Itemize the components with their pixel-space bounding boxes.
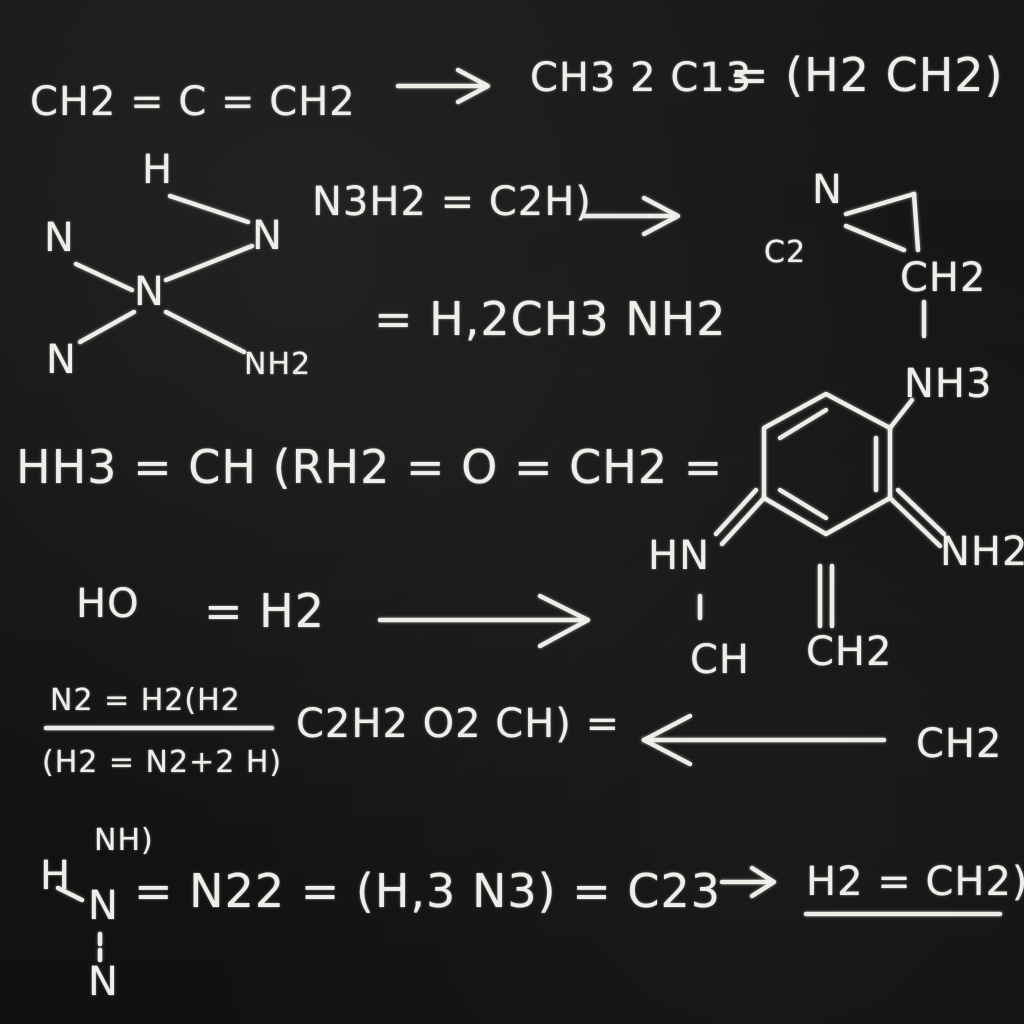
struct-h-top: H xyxy=(142,147,174,193)
row4-arrow xyxy=(377,593,591,649)
struct-n-bottom-left: N xyxy=(46,337,77,383)
row6-n-middle: N xyxy=(88,883,119,929)
struct-nh2: NH2 xyxy=(244,347,312,382)
aziridine-nh3: NH3 xyxy=(904,361,993,407)
row5-right-ch2: CH2 xyxy=(916,721,1003,767)
row5-strokes xyxy=(43,713,887,767)
row5-fraction-top: N2 = H2(H2 xyxy=(50,683,241,718)
struct-n-center: N xyxy=(134,269,165,315)
left-struct-bonds xyxy=(73,193,255,355)
row1-product-formula-a: CH3 2 C13 xyxy=(530,55,753,101)
row6-nh-top: NH) xyxy=(94,823,154,858)
struct-n-top-right: N xyxy=(252,213,283,259)
benzene-ch: CH xyxy=(690,637,751,683)
aziridine-bonds xyxy=(843,191,927,339)
row1-arrow xyxy=(395,67,491,105)
row6-formula: = N22 = (H,3 N3) = C23 xyxy=(134,864,722,918)
aziridine-c2: C2 xyxy=(764,235,807,270)
aziridine-ch2: CH2 xyxy=(900,255,987,301)
row5-formula: C2H2 O2 CH) = xyxy=(296,701,621,747)
benzene-nh2: NH2 xyxy=(940,529,1024,575)
row2-equation: = H,2CH3 NH2 xyxy=(374,292,727,346)
row1-product-formula-b: = (H2 CH2) xyxy=(730,48,1004,102)
row6-strokes xyxy=(55,865,1003,963)
row6-result: H2 = CH2) xyxy=(806,859,1024,905)
benzene-ring xyxy=(697,391,947,629)
row3-formula: HH3 = CH (RH2 = O = CH2 = xyxy=(16,440,724,494)
row5-fraction-bottom: (H2 = N2+2 H) xyxy=(42,745,283,780)
benzene-hn: HN xyxy=(648,533,710,579)
struct-n-top-left: N xyxy=(44,215,75,261)
row4-ho: HO xyxy=(76,581,140,627)
row1-allene-formula: CH2 = C = CH2 xyxy=(30,79,356,125)
row2-arrow xyxy=(581,195,681,237)
row2-formula: N3H2 = C2H) xyxy=(312,179,592,225)
benzene-ch2: CH2 xyxy=(806,629,893,675)
row6-n-bottom: N xyxy=(88,959,119,1005)
row4-equation: = H2 xyxy=(204,584,326,638)
aziridine-n: N xyxy=(812,167,843,213)
